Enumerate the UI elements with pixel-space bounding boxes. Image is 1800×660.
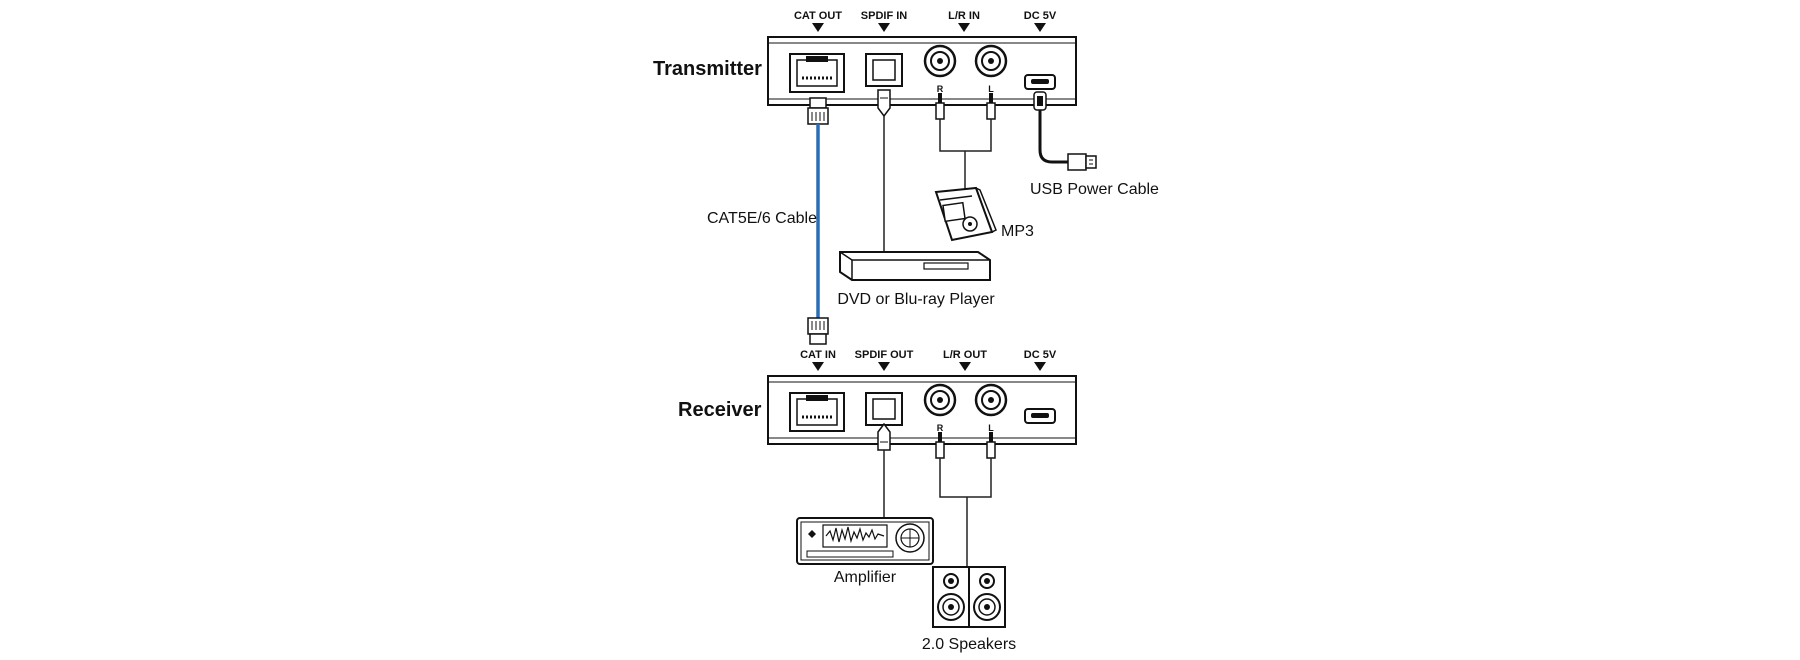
receiver-spdif-port-label: SPDIF OUT <box>855 349 914 361</box>
mp3-label: MP3 <box>1001 223 1034 240</box>
speaker-left-icon <box>932 566 970 628</box>
transmitter-dc-port-label: DC 5V <box>1024 10 1057 22</box>
transmitter-r-label: R <box>937 84 944 94</box>
transmitter-rca-l-icon <box>974 44 1008 78</box>
receiver-unit: Receiver CAT IN SPDIF OUT L/R OUT DC 5V <box>678 349 1077 445</box>
transmitter-spdif-port-label: SPDIF IN <box>861 10 908 22</box>
transmitter-unit: Transmitter CAT OUT SPDIF IN L/R IN DC 5… <box>653 10 1077 106</box>
transmitter-dc-plug-icon <box>1033 91 1047 111</box>
transmitter-lr-port-label: L/R IN <box>948 10 980 22</box>
transmitter-cat-arrow-icon <box>812 23 824 32</box>
usb-power-cable-label: USB Power Cable <box>1030 181 1159 198</box>
transmitter-lr-cable <box>939 119 992 152</box>
receiver-rj45-plug-icon <box>807 317 829 345</box>
transmitter-toslink-plug-icon <box>877 89 891 118</box>
receiver-spdif-arrow-icon <box>878 362 890 371</box>
transmitter-spdif-port-icon <box>865 53 903 87</box>
receiver-dc-port-label: DC 5V <box>1024 349 1057 361</box>
receiver-toslink-plug-icon <box>877 422 891 451</box>
dvd-player-icon <box>839 251 991 281</box>
receiver-dc-arrow-icon <box>1034 362 1046 371</box>
transmitter-rca-r-icon <box>923 44 957 78</box>
usb-plug-icon <box>1067 153 1097 171</box>
receiver-rca-r-icon <box>923 383 957 417</box>
receiver-title: Receiver <box>678 399 762 421</box>
transmitter-cat-port-label: CAT OUT <box>794 10 842 22</box>
receiver-cat-arrow-icon <box>812 362 824 371</box>
receiver-lr-arrow-icon <box>959 362 971 371</box>
receiver-dc-port-icon <box>1024 408 1056 424</box>
transmitter-dc-arrow-icon <box>1034 23 1046 32</box>
receiver-l-label: L <box>988 423 994 433</box>
receiver-r-label: R <box>937 423 944 433</box>
amplifier-label: Amplifier <box>834 569 897 586</box>
speaker-right-icon <box>968 566 1006 628</box>
transmitter-l-label: L <box>988 84 994 94</box>
transmitter-title: Transmitter <box>653 58 762 80</box>
amplifier-icon <box>796 517 934 565</box>
transmitter-dc-port-icon <box>1024 74 1056 90</box>
receiver-lr-port-label: L/R OUT <box>943 349 987 361</box>
transmitter-spdif-arrow-icon <box>878 23 890 32</box>
cat-cable-label: CAT5E/6 Cable <box>707 210 817 227</box>
receiver-spdif-port-icon <box>865 392 903 426</box>
transmitter-lr-arrow-icon <box>958 23 970 32</box>
receiver-lr-cable <box>939 458 992 498</box>
transmitter-rj45-port-icon <box>789 53 845 93</box>
speakers-label: 2.0 Speakers <box>922 636 1016 653</box>
receiver-cat-port-label: CAT IN <box>800 349 836 361</box>
receiver-rj45-port-icon <box>789 392 845 432</box>
transmitter-rj45-plug-icon <box>807 97 829 125</box>
usb-power-cable <box>1038 110 1068 164</box>
dvd-player-label: DVD or Blu-ray Player <box>837 291 995 308</box>
receiver-rca-l-icon <box>974 383 1008 417</box>
mp3-player-icon <box>934 186 997 242</box>
